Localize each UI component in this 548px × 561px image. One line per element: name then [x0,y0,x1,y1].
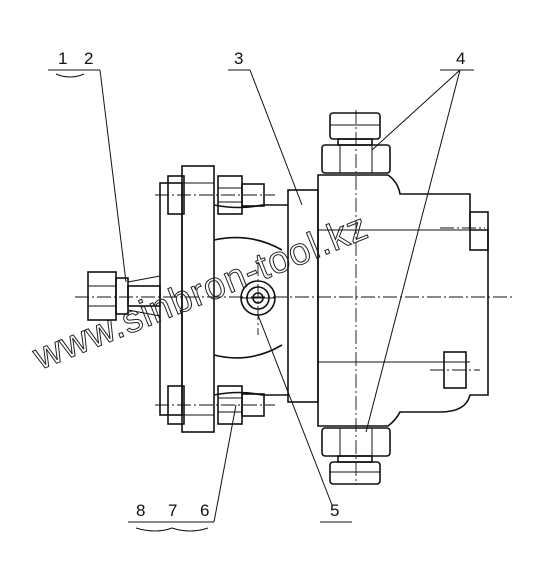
side-port-lower [443,351,467,389]
callout-5: 5 [330,501,339,520]
gasket-plate [287,189,319,403]
side-port-upper [469,211,489,251]
shaft-nut [87,271,161,321]
callout-3: 3 [234,49,243,68]
callout-1: 1 [58,49,67,68]
adapter-neck [213,204,288,396]
callout-6: 6 [200,501,209,520]
top-fitting [321,112,391,174]
callout-2: 2 [84,49,93,68]
callout-4: 4 [456,49,465,68]
top-bolt [167,175,265,215]
bottom-fitting [321,427,391,485]
callout-8: 8 [136,501,145,520]
pump-body [317,174,489,427]
callout-7: 7 [168,501,177,520]
watermark-text: www.sinbron-tool.kz [27,206,375,379]
leader-lines [48,69,474,523]
